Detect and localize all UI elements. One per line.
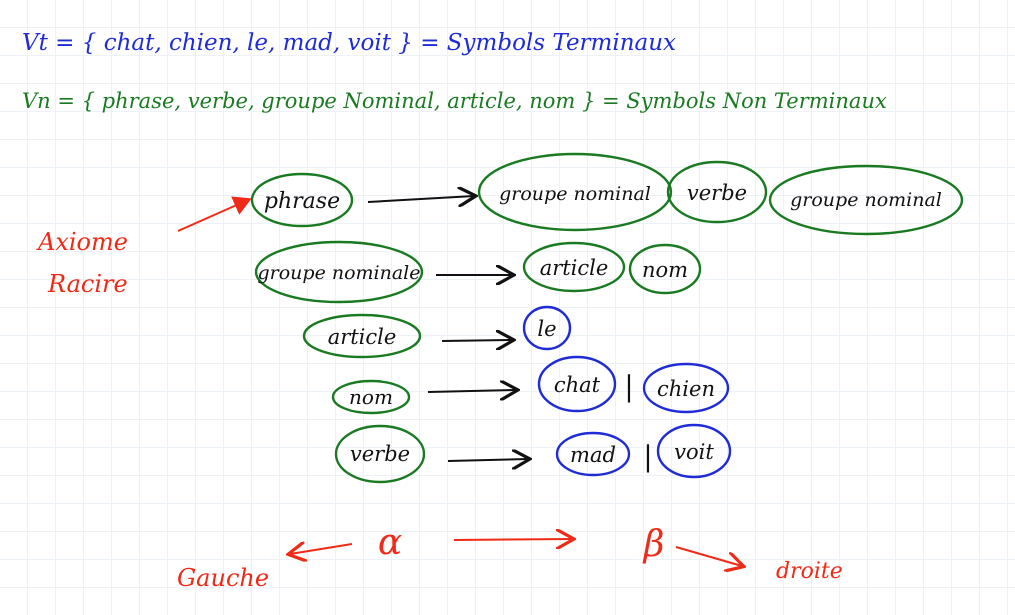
rhs-chat-bubble bbox=[537, 355, 617, 413]
arrow-to-left bbox=[290, 544, 353, 554]
rhs-mad-label: mad bbox=[570, 443, 616, 467]
rule-verbe-arrow bbox=[447, 459, 528, 461]
rhs-article-bubble bbox=[522, 241, 626, 293]
lhs-groupe-nominale-bubble bbox=[254, 240, 424, 304]
rhs-nom-label: nom bbox=[642, 258, 688, 282]
nonterminal-symbols-line: Vn = { phrase, verbe, groupe Nominal, ar… bbox=[22, 89, 887, 113]
lhs-article-label: article bbox=[328, 325, 397, 349]
axiom-label: Axiome bbox=[36, 228, 128, 256]
rhs-le-label: le bbox=[537, 317, 556, 341]
lhs-phrase-bubble bbox=[250, 172, 354, 228]
rhs-chien-label: chien bbox=[657, 377, 715, 401]
beta-symbol: β bbox=[642, 524, 665, 565]
rule-article-arrow bbox=[441, 340, 512, 341]
arrow-alpha-to-beta bbox=[453, 539, 572, 540]
axiom-sublabel: Racire bbox=[47, 270, 128, 298]
lhs-article-bubble bbox=[302, 313, 422, 359]
rhs-groupe-nominal-1-label: groupe nominal bbox=[499, 183, 651, 205]
rhs-voit-label: voit bbox=[674, 440, 714, 464]
rule-nom-arrow bbox=[427, 390, 516, 392]
rhs-mad-bubble bbox=[555, 431, 631, 477]
lhs-nom-bubble bbox=[331, 379, 411, 415]
rhs-article-label: article bbox=[540, 256, 609, 280]
arrow-to-right bbox=[675, 546, 742, 566]
rhs-verbe-bubble bbox=[666, 160, 768, 224]
rhs-groupe-nominal-2-label: groupe nominal bbox=[790, 189, 942, 211]
rhs-groupe-nominal-2-bubble bbox=[768, 164, 964, 236]
lhs-verbe-label: verbe bbox=[350, 442, 410, 466]
lhs-nom-label: nom bbox=[349, 385, 393, 409]
gauche-label: Gauche bbox=[177, 564, 269, 592]
rhs-chat-label: chat bbox=[554, 373, 601, 397]
rhs-voit-bubble bbox=[656, 423, 732, 479]
rhs-groupe-nominal-1-bubble bbox=[477, 152, 673, 232]
droite-label: droite bbox=[776, 559, 843, 584]
lhs-phrase-label: phrase bbox=[264, 189, 340, 214]
terminal-symbols-line: Vt = { chat, chien, le, mad, voit } = Sy… bbox=[22, 30, 676, 56]
lhs-groupe-nominale-label: groupe nominale bbox=[257, 262, 420, 284]
nom-alternative-separator: | bbox=[624, 370, 633, 403]
axiom-arrow bbox=[177, 196, 252, 232]
rhs-nom-bubble bbox=[628, 243, 702, 295]
rule-phrase-arrow bbox=[367, 196, 474, 202]
alpha-symbol: α bbox=[378, 522, 402, 563]
rhs-chien-bubble bbox=[642, 362, 730, 414]
verbe-alternative-separator: | bbox=[643, 440, 652, 473]
rhs-le-bubble bbox=[522, 305, 572, 351]
lhs-verbe-bubble bbox=[334, 424, 426, 484]
rhs-verbe-label: verbe bbox=[687, 181, 747, 205]
